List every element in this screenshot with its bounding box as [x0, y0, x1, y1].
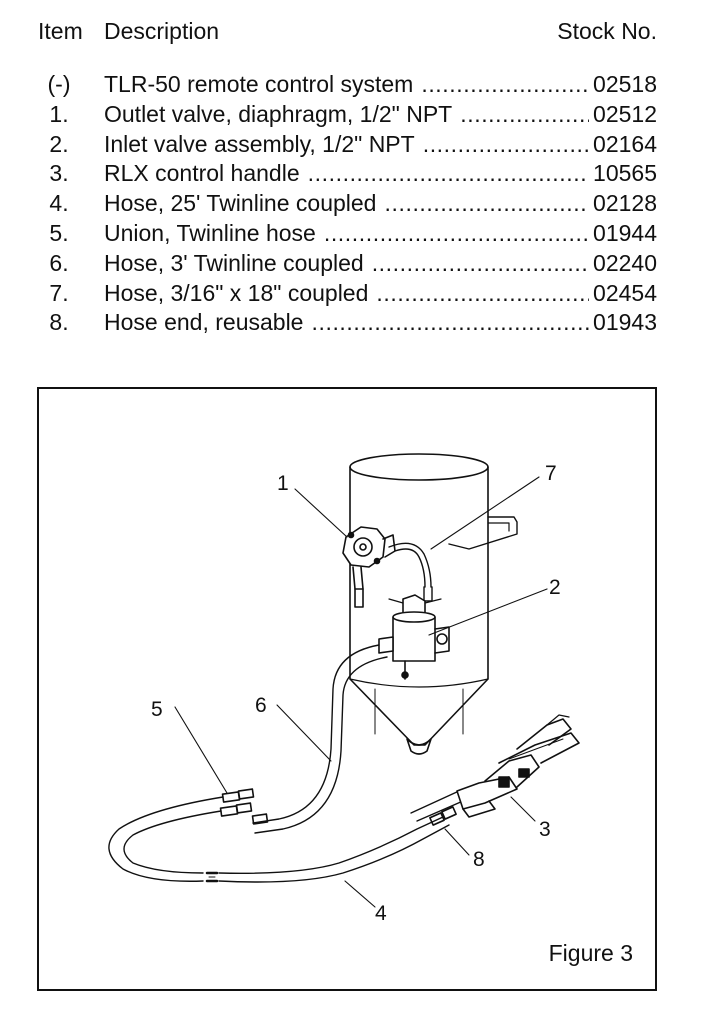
part-number: (-): [47, 71, 71, 97]
parts-list: (-) TLR-50 remote control system 02518 1.…: [0, 70, 706, 338]
part-number: 4.: [49, 190, 69, 217]
part-description: Hose end, reusable: [104, 309, 304, 336]
part-number: 2.: [49, 130, 69, 157]
callout-5: 5: [151, 698, 163, 721]
parts-row: 6. Hose, 3' Twinline coupled 02240: [0, 249, 706, 279]
parts-row: 2. Inlet valve assembly, 1/2" NPT 02164: [0, 130, 706, 160]
callout-3: 3: [539, 818, 551, 841]
part-stock-number: 02518: [593, 71, 657, 97]
hose-4: [108, 796, 450, 883]
part-description: Hose, 25' Twinline coupled: [104, 190, 377, 217]
header-item: Item: [38, 18, 83, 44]
outlet-valve: [342, 526, 396, 608]
part-stock-number: 02164: [593, 130, 657, 157]
part-stock-number: 02240: [593, 249, 657, 276]
callout-2: 2: [549, 576, 561, 599]
part-description: TLR-50 remote control system: [104, 71, 414, 97]
hose-end: [410, 790, 464, 826]
leader-dots: [308, 159, 589, 189]
leader-dots: [421, 70, 589, 100]
part-number: 5.: [49, 219, 69, 246]
callout-leaders: [174, 476, 548, 908]
hose-7: [388, 542, 433, 602]
leader-dots: [384, 189, 589, 219]
header-description: Description: [104, 18, 220, 44]
part-stock-number: 02512: [593, 100, 657, 127]
hose-6: [252, 644, 388, 834]
callout-6: 6: [255, 694, 267, 717]
figure-caption: Figure 3: [548, 940, 633, 966]
leader-dots: [460, 100, 589, 130]
leader-dots: [376, 279, 589, 309]
remote-control-system-illustration: [108, 453, 580, 908]
twinline-union: [219, 788, 269, 825]
header-stock-no: Stock No.: [557, 18, 657, 44]
callout-4: 4: [375, 902, 387, 925]
parts-row: 1. Outlet valve, diaphragm, 1/2" NPT 0251…: [0, 100, 706, 130]
part-description: Inlet valve assembly, 1/2" NPT: [104, 130, 415, 157]
parts-row: 4. Hose, 25' Twinline coupled 02128: [0, 189, 706, 219]
part-stock-number: 10565: [593, 160, 657, 187]
callout-8: 8: [473, 848, 485, 871]
part-description: Outlet valve, diaphragm, 1/2" NPT: [104, 100, 453, 127]
part-description: Hose, 3' Twinline coupled: [104, 249, 364, 276]
part-number: 6.: [49, 249, 69, 276]
parts-row: 5. Union, Twinline hose 01944: [0, 219, 706, 249]
parts-row: 7. Hose, 3/16" x 18" coupled 02454: [0, 279, 706, 309]
part-stock-number: 02454: [593, 279, 657, 306]
part-description: RLX control handle: [104, 160, 300, 187]
figure-3-panel: 1 2 3 4 5 6 7 8 Figure 3: [37, 387, 657, 991]
part-number: 1.: [49, 100, 69, 127]
part-number: 3.: [49, 160, 69, 187]
part-stock-number: 01944: [593, 219, 657, 246]
callout-1: 1: [277, 472, 289, 495]
leader-dots: [423, 130, 589, 160]
leader-dots: [372, 249, 589, 279]
leader-dots: [324, 219, 589, 249]
callout-7: 7: [545, 462, 557, 485]
part-number: 7.: [49, 279, 69, 306]
rlx-control-handle: [456, 714, 580, 818]
blast-pot-vessel: [349, 453, 518, 755]
inlet-valve-assembly: [378, 594, 450, 680]
parts-row: (-) TLR-50 remote control system 02518: [0, 70, 706, 100]
part-stock-number: 01943: [593, 309, 657, 336]
leader-dots: [311, 308, 589, 338]
part-description: Union, Twinline hose: [104, 219, 316, 246]
parts-row: 8. Hose end, reusable 01943: [0, 308, 706, 338]
part-stock-number: 02128: [593, 190, 657, 217]
part-description: Hose, 3/16" x 18" coupled: [104, 279, 369, 306]
parts-row: 3. RLX control handle 10565: [0, 159, 706, 189]
part-number: 8.: [49, 309, 69, 336]
